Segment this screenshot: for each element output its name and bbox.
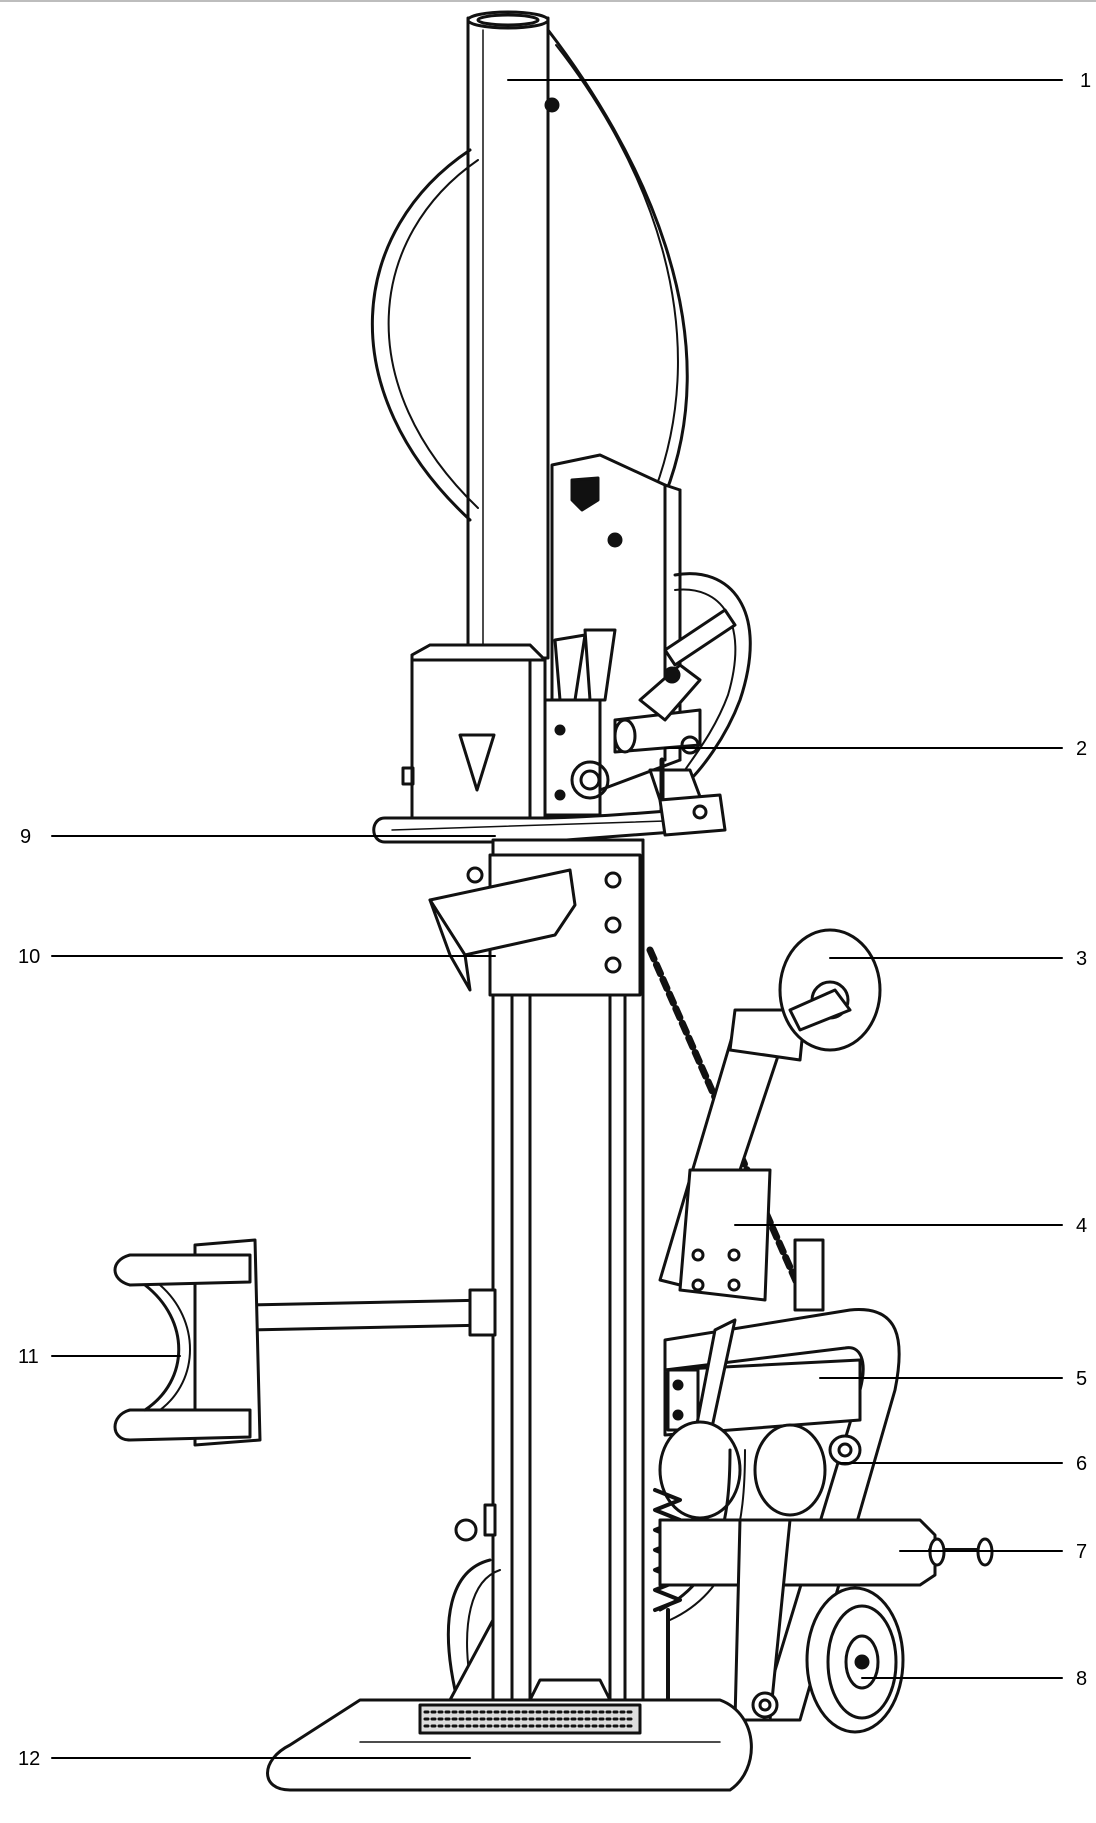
callout-7: 7 bbox=[1076, 1541, 1087, 1563]
callout-5: 5 bbox=[1076, 1368, 1087, 1390]
hydraulic-hose bbox=[663, 572, 752, 782]
axle-hook bbox=[454, 1503, 994, 1587]
callout-10: 10 bbox=[18, 946, 40, 968]
wheel-right bbox=[805, 1586, 905, 1734]
callout-1: 1 bbox=[1080, 70, 1091, 92]
carry-handle bbox=[370, 28, 689, 522]
wedge-housing bbox=[401, 628, 617, 822]
side-handle bbox=[113, 1238, 497, 1447]
motor bbox=[658, 1420, 862, 1520]
control-lever bbox=[613, 663, 707, 832]
callout-leaders bbox=[51, 79, 1063, 1759]
guard-bar bbox=[372, 793, 727, 844]
front-strut bbox=[733, 1518, 792, 1722]
callout-6: 6 bbox=[1076, 1453, 1087, 1475]
callout-4: 4 bbox=[1076, 1215, 1087, 1237]
callout-numbers: 1 2 3 4 5 6 7 8 9 10 11 12 bbox=[18, 70, 1091, 1770]
callout-3: 3 bbox=[1076, 948, 1087, 970]
return-spring bbox=[653, 1488, 682, 1702]
callout-8: 8 bbox=[1076, 1668, 1087, 1690]
top-border bbox=[0, 0, 1096, 2]
callout-9: 9 bbox=[20, 826, 31, 848]
log-holder bbox=[428, 853, 642, 997]
callout-11: 11 bbox=[18, 1346, 39, 1368]
wheel-left bbox=[446, 1558, 501, 1692]
base-plate bbox=[266, 1618, 753, 1792]
callout-2: 2 bbox=[1076, 738, 1087, 760]
rear-leg bbox=[658, 928, 882, 1312]
hydraulic-cylinder bbox=[466, 10, 560, 660]
callout-12: 12 bbox=[18, 1748, 40, 1770]
